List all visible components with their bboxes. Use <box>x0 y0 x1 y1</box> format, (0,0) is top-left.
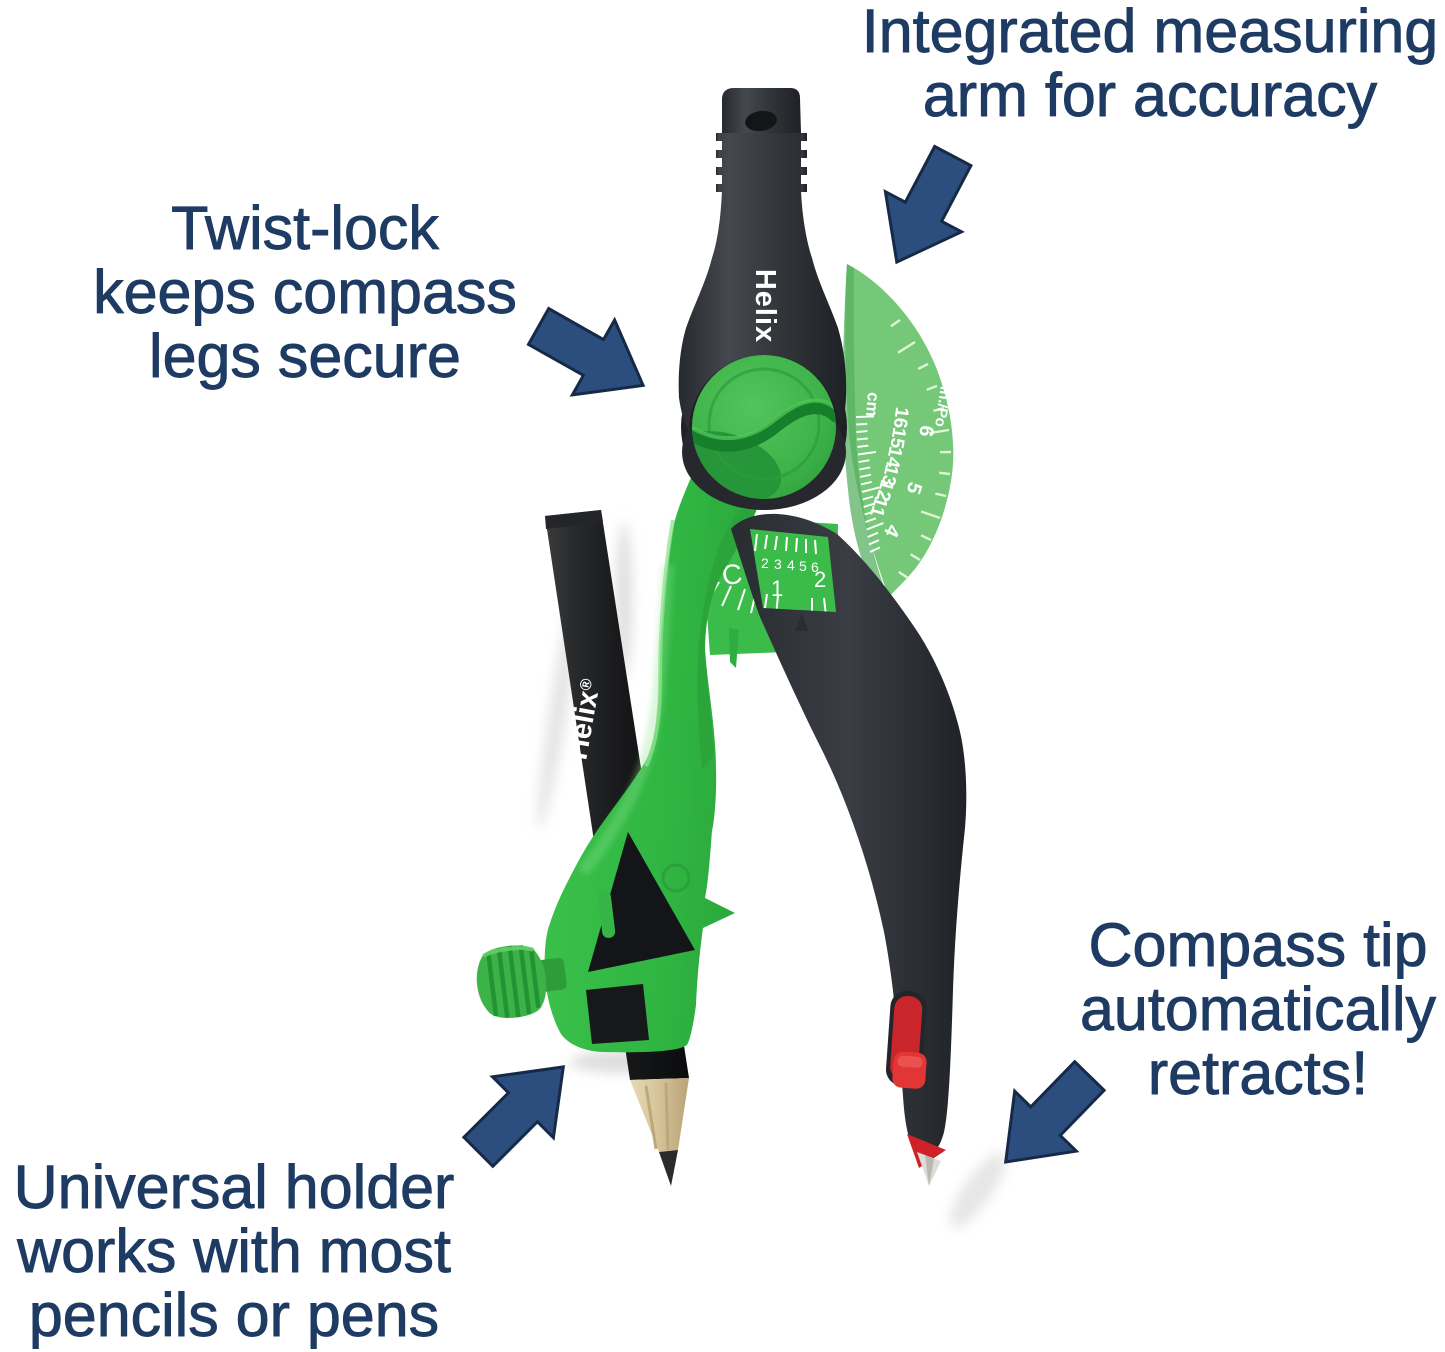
svg-text:14: 14 <box>881 445 906 470</box>
svg-text:Helix: Helix <box>749 269 781 343</box>
svg-text:16: 16 <box>889 406 912 430</box>
svg-text:5: 5 <box>799 558 807 574</box>
svg-text:cm: cm <box>862 391 883 417</box>
svg-text:4: 4 <box>787 557 795 573</box>
svg-text:6: 6 <box>811 559 819 575</box>
svg-text:2: 2 <box>814 567 826 592</box>
svg-text:2: 2 <box>761 555 769 571</box>
svg-text:1: 1 <box>771 576 783 601</box>
svg-text:In./Po: In./Po <box>931 385 954 428</box>
svg-text:15: 15 <box>885 426 909 451</box>
svg-text:13: 13 <box>877 463 902 488</box>
svg-text:3: 3 <box>774 556 782 572</box>
svg-text:6: 6 <box>914 424 938 439</box>
